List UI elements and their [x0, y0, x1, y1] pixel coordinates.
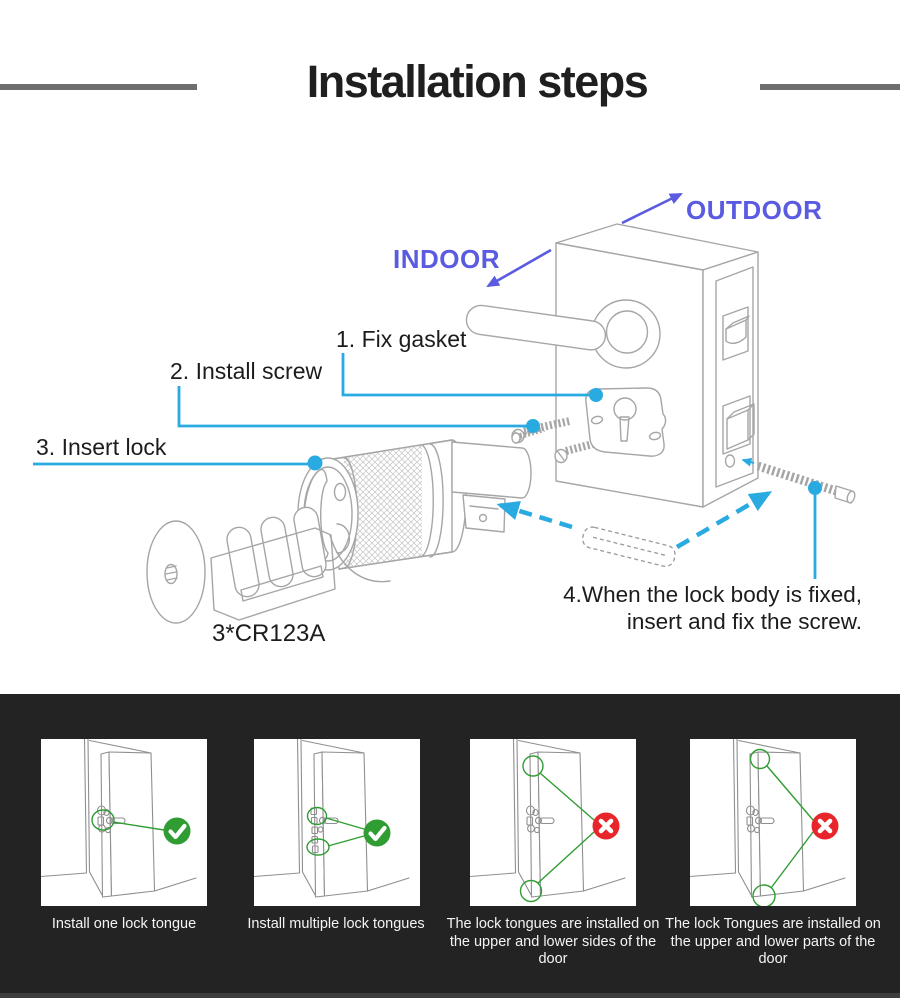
phantom-screw [581, 526, 676, 568]
fixing-screw [756, 461, 856, 504]
indoor-label: INDOOR [393, 244, 500, 274]
battery-label: 3*CR123A [212, 620, 326, 647]
guide-panel-upper-lower-sides [469, 738, 636, 906]
lock-body-illustration [465, 223, 856, 508]
panel-caption: The lock Tongues are installed on the up… [665, 916, 881, 968]
step-label-fix-screw: 4.When the lock body is fixed, insert an… [563, 582, 862, 634]
panel-caption: The lock tongues are installed on the up… [446, 916, 660, 968]
check-icon [163, 817, 191, 845]
battery-cover [146, 520, 206, 624]
page-title: Installation steps [306, 56, 649, 107]
door-illustration [40, 738, 197, 898]
door-illustration [253, 738, 410, 898]
euro-cylinder [451, 426, 545, 533]
guide-panel-one-tongue [40, 738, 207, 906]
band-bottom-strip [0, 993, 900, 998]
step-label-install-screw: 2. Install screw [170, 358, 323, 384]
panel-caption: Install multiple lock tongues [247, 916, 425, 932]
title-rule-right [760, 84, 900, 90]
latch-faceplate [715, 266, 755, 488]
step-label-insert-lock: 3. Insert lock [36, 434, 167, 460]
indoor-arrow-icon [486, 248, 552, 288]
door-illustration [689, 738, 846, 908]
guide-panel-multiple-tongues [253, 738, 420, 906]
step-label-fix-gasket: 1. Fix gasket [336, 326, 467, 352]
title-rule-left [0, 84, 197, 90]
outdoor-label: OUTDOOR [686, 195, 823, 225]
insert-direction-arrows [496, 457, 773, 549]
battery-pack [210, 506, 336, 621]
guide-panel-upper-lower-parts [689, 738, 856, 908]
check-icon [363, 819, 391, 847]
gasket [585, 387, 667, 457]
x-icon [592, 812, 620, 840]
lock-cylinder-illustration [146, 426, 545, 624]
door-handle [465, 299, 661, 369]
panel-caption: Install one lock tongue [51, 916, 197, 932]
callout-lines [33, 353, 822, 579]
door-illustration [469, 738, 626, 903]
x-icon [811, 812, 839, 840]
outdoor-arrow-icon [621, 192, 683, 225]
installation-diagram [33, 192, 856, 624]
